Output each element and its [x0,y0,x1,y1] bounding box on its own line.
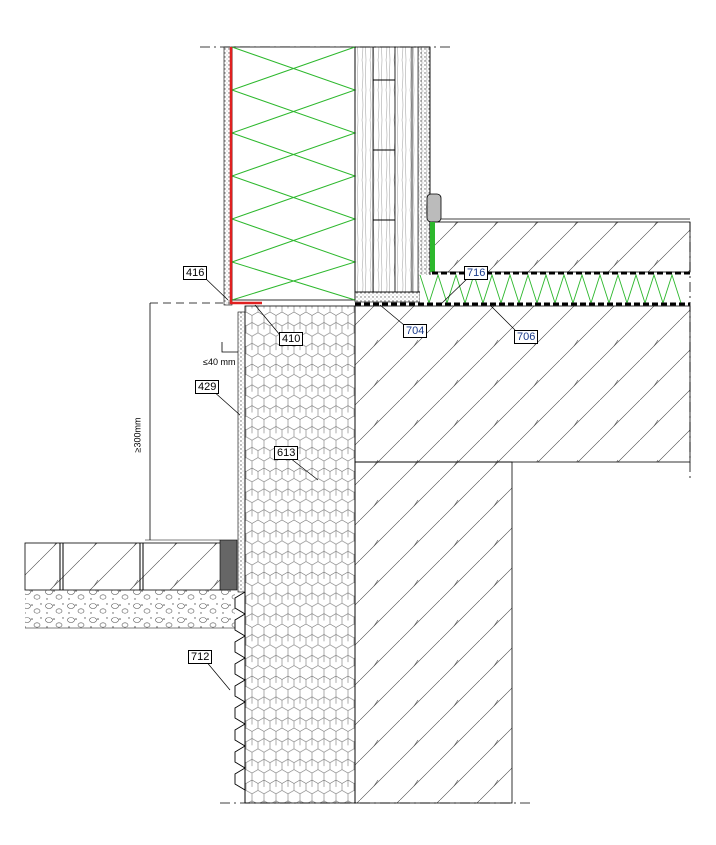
dimension-gap-label: ≤40 mm [203,357,236,367]
foundation-wall [354,461,513,804]
dimension-line-gap [221,342,238,353]
wall-insulation [230,46,357,301]
callout-704: 704 [403,324,428,338]
plinth-render [237,311,246,593]
callout-712: 712 [188,650,213,664]
timber-frame [354,46,431,303]
callout-613: 613 [274,446,299,460]
dimension-height-label: ≥300mm [132,417,143,453]
floor-insulation [419,273,690,305]
callout-416: 416 [183,266,208,280]
callout-429: 429 [195,380,220,394]
floor-screed [431,221,691,273]
callout-716: 716 [464,266,489,280]
skirting-board [426,193,442,223]
dimpled-membrane [234,591,246,803]
callout-410: 410 [279,332,304,346]
perimeter-insulation [244,305,356,804]
edge-insulation-strip [430,222,435,272]
paving [24,539,238,629]
sealing-membrane-red [229,47,262,305]
callout-706: 706 [514,330,539,344]
